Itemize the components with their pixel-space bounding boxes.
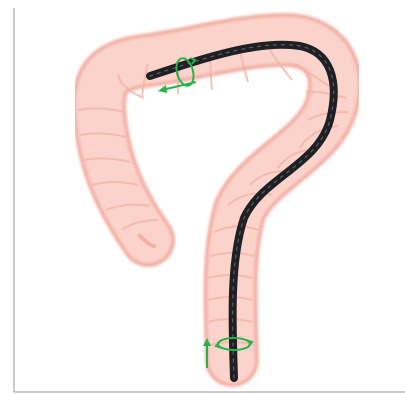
colon (99, 40, 335, 360)
